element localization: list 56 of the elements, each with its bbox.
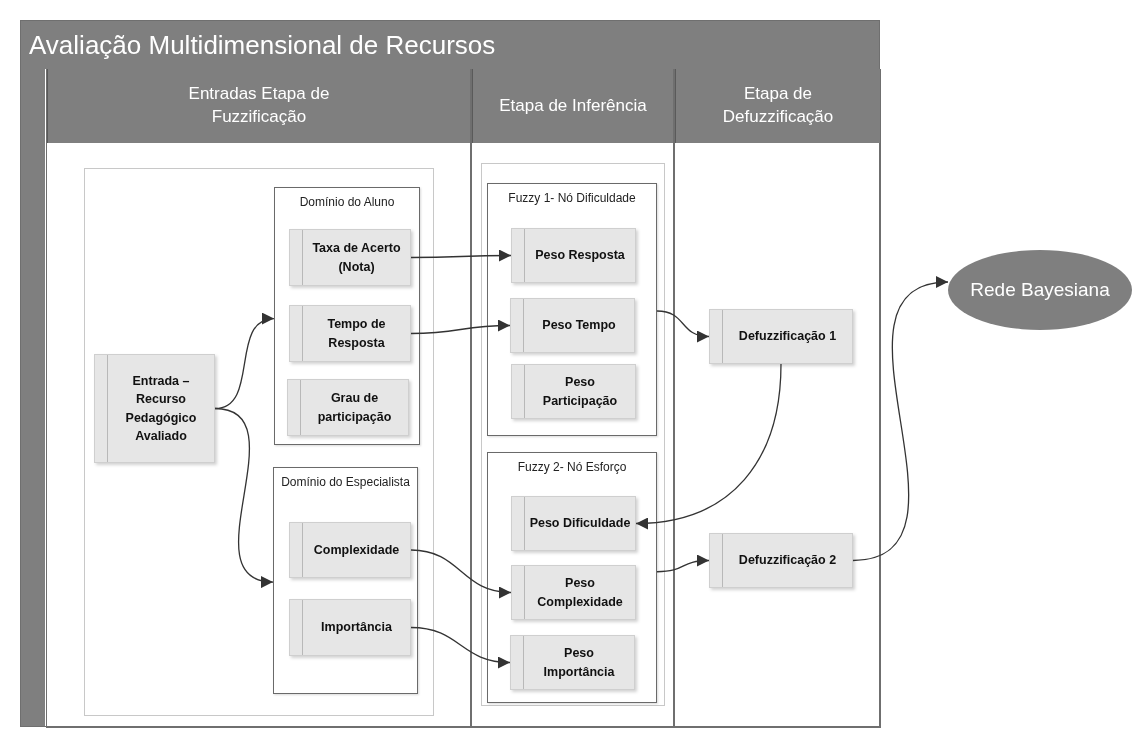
container-box (84, 168, 434, 716)
arrow (410, 626, 511, 668)
box-label: Complexidade (312, 541, 401, 559)
process-box (289, 305, 411, 362)
box-label: Grau de participação (316, 390, 393, 426)
arrow (410, 319, 511, 335)
group-title: Fuzzy 2- Nó Esforço (516, 459, 628, 476)
process-box (94, 354, 215, 463)
process-box (510, 298, 635, 353)
group-title: Domínio do Aluno (298, 194, 396, 211)
group-title: Domínio do Especialista (280, 474, 411, 491)
box-label: Peso Importância (542, 645, 616, 681)
process-box (289, 229, 411, 286)
arrow (656, 554, 710, 573)
pool-title: Avaliação Multidimensional de Recursos (21, 21, 879, 69)
box-label: Peso Dificuldade (528, 515, 632, 533)
process-box (510, 635, 635, 690)
box-label: Taxa de Acerto (Nota) (311, 240, 402, 276)
swimlane (674, 69, 881, 728)
group-box (487, 183, 657, 436)
process-box (511, 228, 636, 283)
lane-header: Entradas Etapa de Fuzzificação (47, 69, 470, 143)
arrow (214, 407, 274, 586)
pool (20, 20, 880, 727)
box-label: Importância (320, 619, 393, 637)
process-box (709, 309, 853, 364)
box-label: Tempo de Resposta (326, 316, 387, 352)
process-box (511, 364, 636, 419)
arrow (852, 278, 949, 562)
process-box (287, 379, 409, 436)
swimlane (471, 69, 674, 728)
box-label: Peso Resposta (534, 247, 626, 265)
arrow (656, 310, 710, 342)
box-label: Defuzzificação 2 (737, 552, 838, 570)
container-box (481, 163, 665, 706)
process-box (289, 599, 411, 656)
box-label: Peso Participação (541, 374, 619, 410)
box-label: Defuzzificação 1 (737, 328, 838, 346)
group-box (487, 452, 657, 703)
process-box (511, 565, 636, 620)
group-title: Fuzzy 1- Nó Dificuldade (507, 190, 637, 207)
process-box (511, 496, 636, 551)
lane-header: Etapa de Defuzzificação (675, 69, 880, 143)
process-box (289, 522, 411, 578)
box-label: Peso Complexidade (536, 575, 624, 611)
arrow (635, 363, 782, 529)
box-label: Peso Tempo (541, 317, 617, 335)
group-box (274, 187, 420, 445)
process-box (709, 533, 853, 588)
arrow (410, 249, 512, 262)
arrow (410, 549, 512, 598)
swimlane (46, 69, 471, 728)
box-label: Rede Bayesiana (970, 279, 1110, 301)
group-box (273, 467, 418, 694)
box-label: Entrada – Recurso Pedagógico Avaliado (124, 373, 198, 445)
lane-header: Etapa de Inferência (472, 69, 673, 143)
